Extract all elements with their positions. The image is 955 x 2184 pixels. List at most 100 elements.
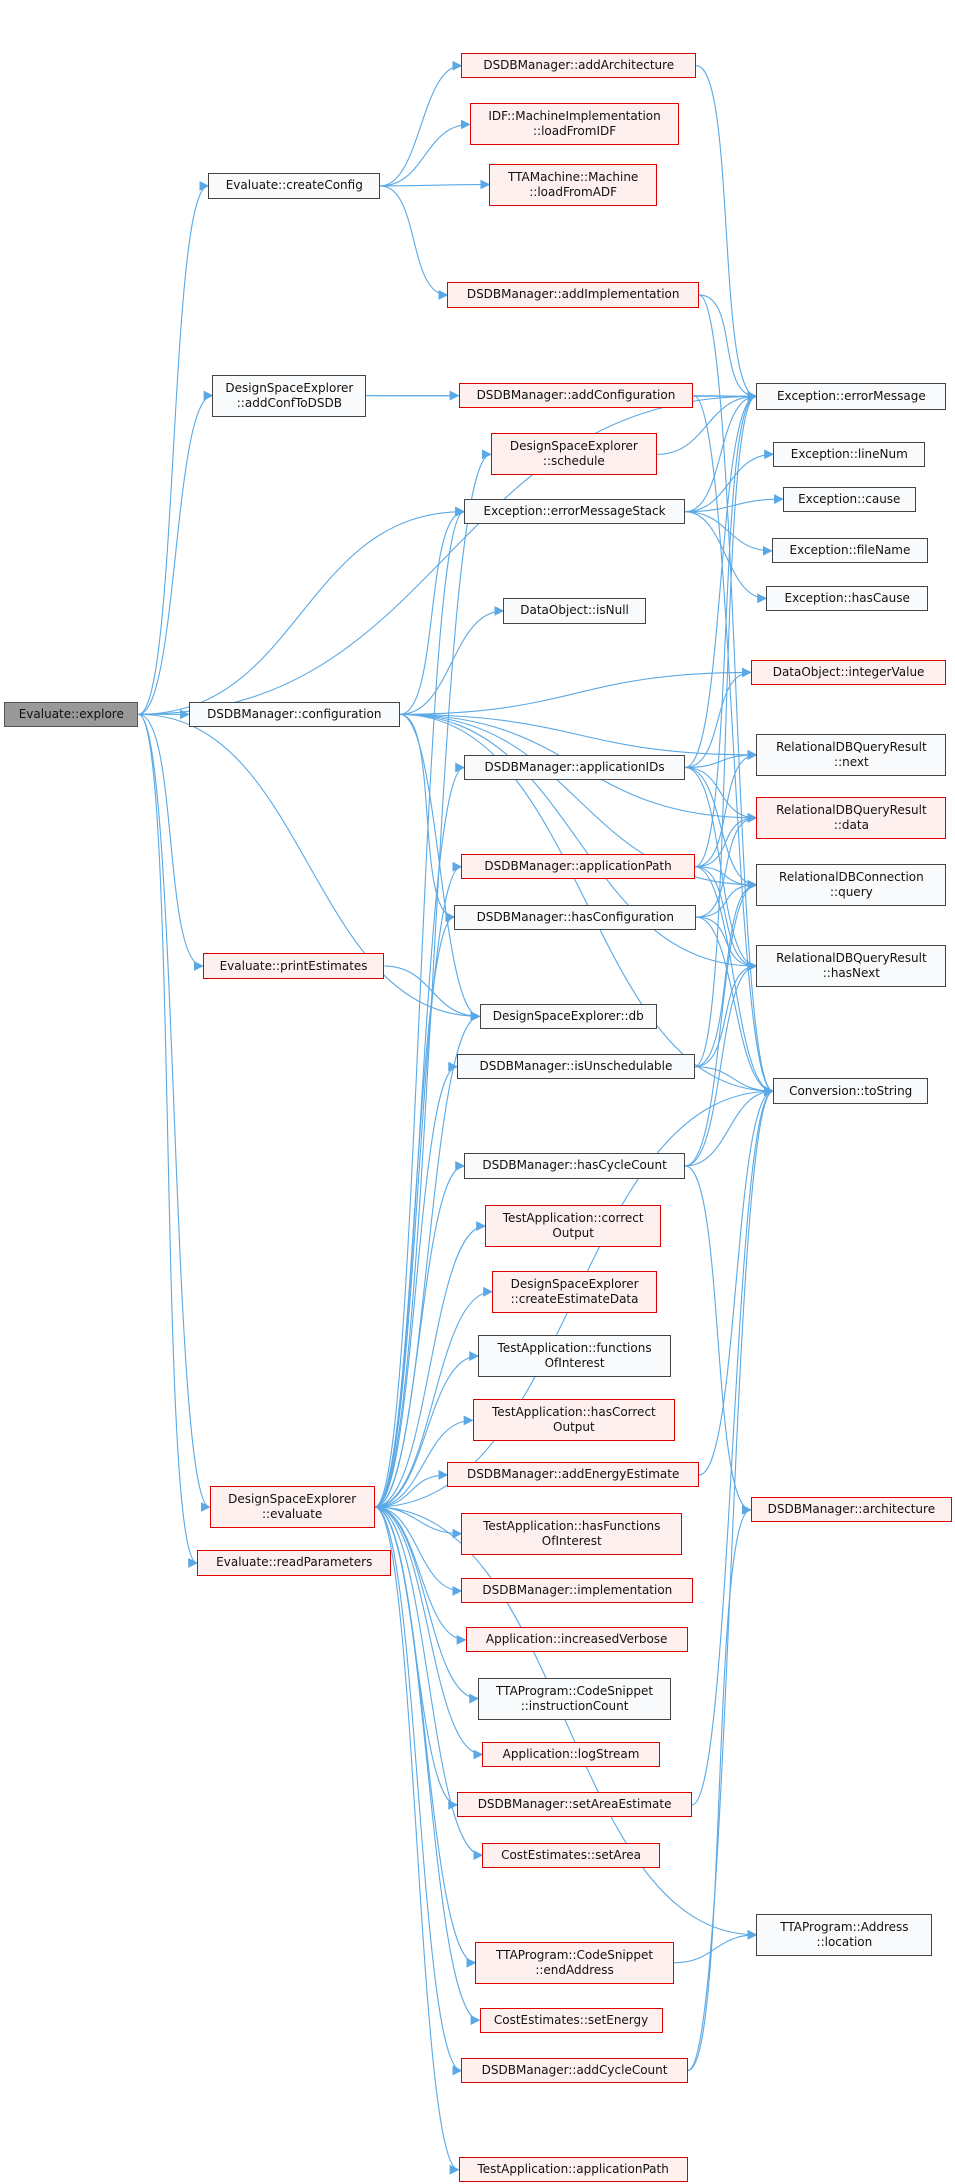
graph-node-is-null[interactable]: DataObject::isNull [503, 598, 646, 624]
node-label: ::loadFromADF [529, 184, 618, 199]
node-label: DSDBManager::isUnschedulable [479, 1059, 673, 1074]
node-label: ::instructionCount [520, 1698, 629, 1713]
graph-node-has-next[interactable]: RelationalDBQueryResult::hasNext [756, 945, 947, 987]
graph-node-has-cause[interactable]: Exception::hasCause [766, 585, 929, 611]
node-label: DSDBManager::addArchitecture [483, 58, 675, 73]
call-edge [374, 912, 456, 1508]
node-label: RelationalDBQueryResult [776, 802, 927, 817]
call-edge [374, 1506, 480, 1704]
call-edge [380, 185, 449, 300]
call-edge [685, 766, 758, 823]
graph-node-increased-verbose[interactable]: Application::increasedVerbose [465, 1627, 688, 1653]
graph-node-instruction-count[interactable]: TTAProgram::CodeSnippet::instructionCoun… [478, 1677, 672, 1720]
call-edge [694, 1066, 775, 1097]
graph-node-implementation[interactable]: DSDBManager::implementation [461, 1578, 694, 1604]
node-label: DesignSpaceExplorer [225, 380, 354, 395]
graph-node-has-cycle-count[interactable]: DSDBManager::hasCycleCount [464, 1153, 685, 1179]
graph-node-application-path[interactable]: DSDBManager::applicationPath [461, 854, 695, 880]
graph-node-integer-value[interactable]: DataObject::integerValue [750, 659, 947, 685]
graph-node-has-configuration[interactable]: DSDBManager::hasConfiguration [454, 904, 697, 930]
graph-node-add-architecture[interactable]: DSDBManager::addArchitecture [461, 53, 697, 79]
graph-node-set-area[interactable]: CostEstimates::setArea [482, 1842, 660, 1868]
graph-node-db[interactable]: DesignSpaceExplorer::db [479, 1003, 658, 1029]
call-edge [374, 506, 466, 1508]
node-label: RelationalDBConnection [779, 869, 924, 884]
node-label: TestApplication::applicationPath [477, 2162, 669, 2177]
graph-node-create-estimate-data[interactable]: DesignSpaceExplorer::createEstimateData [492, 1270, 658, 1313]
node-label: DSDBManager::addCycleCount [481, 2062, 668, 2077]
graph-node-architecture[interactable]: DSDBManager::architecture [750, 1497, 953, 1523]
node-label: DSDBManager::addConfiguration [476, 388, 676, 403]
graph-node-error-message[interactable]: Exception::errorMessage [756, 383, 947, 410]
node-label: DesignSpaceExplorer [510, 1276, 639, 1291]
call-edge [694, 961, 758, 1068]
graph-node-file-name[interactable]: Exception::fileName [771, 538, 929, 564]
node-label: Evaluate::createConfig [225, 178, 363, 193]
call-edge [694, 391, 758, 868]
call-edge [696, 812, 758, 918]
graph-node-add-implementation[interactable]: DSDBManager::addImplementation [447, 282, 699, 308]
graph-node-add-conf-to-d-s-d-b[interactable]: DesignSpaceExplorer::addConfToDSDB [212, 374, 367, 417]
graph-node-add-energy-estimate[interactable]: DSDBManager::addEnergyEstimate [447, 1462, 699, 1488]
call-edge [374, 449, 492, 1508]
node-label: TestApplication::functions [497, 1341, 652, 1356]
node-label: Exception::fileName [789, 543, 911, 558]
graph-node-error-message-stack[interactable]: Exception::errorMessageStack [464, 499, 685, 525]
node-label: Exception::errorMessageStack [483, 504, 666, 519]
graph-node-add-configuration[interactable]: DSDBManager::addConfiguration [458, 383, 694, 409]
graph-node-set-area-estimate[interactable]: DSDBManager::setAreaEstimate [457, 1792, 692, 1818]
call-edge [694, 866, 775, 1097]
graph-node-read-parameters[interactable]: Evaluate::readParameters [197, 1550, 392, 1576]
call-edge [374, 1506, 460, 2175]
call-edge [374, 1415, 474, 1508]
graph-node-query[interactable]: RelationalDBConnection::query [756, 863, 947, 906]
node-label: ::createEstimateData [510, 1291, 639, 1306]
node-label: Evaluate::readParameters [216, 1555, 373, 1570]
graph-node-log-stream[interactable]: Application::logStream [482, 1741, 660, 1768]
call-edge [138, 713, 199, 1568]
call-edge [374, 1506, 484, 1861]
node-label: Evaluate::printEstimates [219, 958, 368, 973]
graph-node-create-config[interactable]: Evaluate::createConfig [208, 173, 381, 199]
graph-node-location[interactable]: TTAProgram::Address::location [756, 1913, 933, 1956]
node-label: Application::logStream [502, 1746, 640, 1761]
call-edge [399, 667, 752, 715]
call-edge [687, 1505, 752, 2071]
node-label: RelationalDBQueryResult [776, 951, 927, 966]
call-edge [685, 749, 758, 769]
graph-node-line-num[interactable]: Exception::lineNum [773, 441, 926, 467]
graph-node-print-estimates[interactable]: Evaluate::printEstimates [202, 953, 385, 979]
call-edge [685, 766, 758, 890]
call-edge [374, 1351, 480, 1508]
call-edge [399, 713, 775, 1097]
graph-node-next[interactable]: RelationalDBQueryResult::next [756, 733, 947, 776]
graph-node-is-unschedulable[interactable]: DSDBManager::isUnschedulable [457, 1054, 695, 1080]
graph-node-set-energy[interactable]: CostEstimates::setEnergy [479, 2007, 663, 2033]
graph-node-schedule[interactable]: DesignSpaceExplorer::schedule [490, 433, 658, 476]
graph-node-load-from-i-d-f[interactable]: IDF::MachineImplementation::loadFromIDF [469, 103, 680, 146]
node-label: Output [552, 1226, 594, 1241]
graph-node-load-from-a-d-f[interactable]: TTAMachine::Machine::loadFromADF [489, 163, 658, 206]
graph-node-to-string[interactable]: Conversion::toString [773, 1077, 929, 1105]
graph-node-data[interactable]: RelationalDBQueryResult::data [756, 796, 947, 839]
graph-node-test-app-path[interactable]: TestApplication::applicationPath [458, 2157, 688, 2183]
graph-node-configuration[interactable]: DSDBManager::configuration [188, 701, 400, 727]
node-label: TTAProgram::CodeSnippet [496, 1683, 654, 1698]
graph-node-add-cycle-count[interactable]: DSDBManager::addCycleCount [461, 2057, 688, 2083]
call-edge [694, 812, 758, 868]
graph-node-end-address[interactable]: TTAProgram::CodeSnippet::endAddress [475, 1941, 674, 1984]
call-edge [399, 713, 758, 760]
call-edge [374, 1011, 481, 1508]
graph-node-cause[interactable]: Exception::cause [782, 486, 916, 512]
node-label: TTAProgram::Address [780, 1919, 909, 1934]
node-label: DesignSpaceExplorer::db [492, 1008, 644, 1023]
graph-node-evaluate[interactable]: DesignSpaceExplorer::evaluate [209, 1486, 375, 1528]
call-edge [694, 391, 758, 1068]
call-edge [374, 1161, 466, 1508]
graph-node-application-i-ds[interactable]: DSDBManager::applicationIDs [464, 754, 685, 781]
